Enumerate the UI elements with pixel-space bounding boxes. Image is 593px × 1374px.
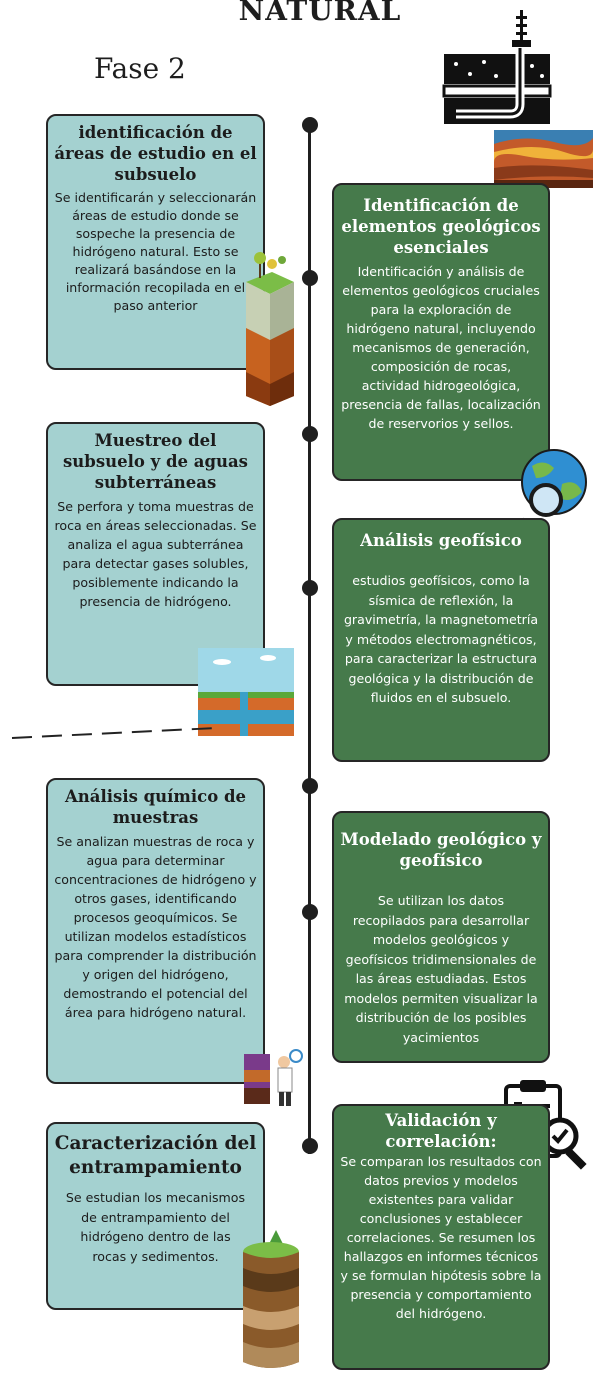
step-title: Identificación de elementos geológicos e… xyxy=(341,196,541,257)
timeline-dot xyxy=(302,778,318,794)
step-description: Se analizan muestras de roca y agua para… xyxy=(54,834,257,1020)
drilling-rig-icon xyxy=(442,10,552,124)
globe-magnifier-icon xyxy=(510,449,587,539)
step-description: Identificación y análisis de elementos g… xyxy=(341,264,541,431)
step-description: estudios geofísicos, como la sísmica de … xyxy=(343,573,539,705)
timeline-dot xyxy=(302,426,318,442)
dashed-divider xyxy=(11,727,216,739)
step-title: identificación de áreas de estudio en el… xyxy=(54,123,257,184)
step-title: Caracterización del entrampamiento xyxy=(54,1133,257,1178)
step-title: Muestreo del subsuelo y de aguas subterr… xyxy=(63,431,248,492)
timeline-dot xyxy=(302,117,318,133)
timeline-dot xyxy=(302,270,318,286)
step-card-chemical-analysis: Análisis químico de muestras Se analizan… xyxy=(46,778,265,1084)
step-title: Modelado geológico y geofísico xyxy=(340,830,542,870)
step-description: Se identificarán y seleccionarán áreas d… xyxy=(54,190,257,313)
groundwater-illustration xyxy=(198,648,294,736)
step-description: Se comparan los resultados con datos pre… xyxy=(340,1154,542,1321)
scientist-lab-illustration xyxy=(244,1049,303,1106)
timeline-dot xyxy=(302,904,318,920)
step-description: Se perfora y toma muestras de roca en ár… xyxy=(54,499,257,609)
soil-layers-illustration xyxy=(243,1230,299,1368)
step-description: Se utilizan los datos recopilados para d… xyxy=(344,893,538,1045)
timeline-line xyxy=(308,124,311,1154)
step-title: Análisis geofísico xyxy=(360,531,522,550)
step-card-geologic-modeling: Modelado geológico y geofísico Se utiliz… xyxy=(332,811,550,1063)
step-card-geophysical-analysis: Análisis geofísico estudios geofísicos, … xyxy=(332,518,550,762)
step-card-subsurface-sampling: Muestreo del subsuelo y de aguas subterr… xyxy=(46,422,265,686)
step-card-validation: Validación y correlación: Se comparan lo… xyxy=(332,1104,550,1370)
rock-strata-illustration xyxy=(494,130,593,188)
step-title: Análisis químico de muestras xyxy=(65,787,246,827)
step-card-trapping-characterization: Caracterización del entrampamiento Se es… xyxy=(46,1122,265,1310)
phase-label: Fase 2 xyxy=(94,52,186,85)
step-title: Validación y correlación: xyxy=(385,1111,497,1151)
soil-column-illustration xyxy=(246,252,294,406)
step-card-geologic-elements: Identificación de elementos geológicos e… xyxy=(332,183,550,481)
page-title: NATURAL xyxy=(238,0,402,27)
timeline-dot xyxy=(302,580,318,596)
step-description: Se estudian los mecanismos de entrampami… xyxy=(65,1190,246,1264)
step-card-study-areas: identificación de áreas de estudio en el… xyxy=(46,114,265,370)
timeline-dot xyxy=(302,1138,318,1154)
